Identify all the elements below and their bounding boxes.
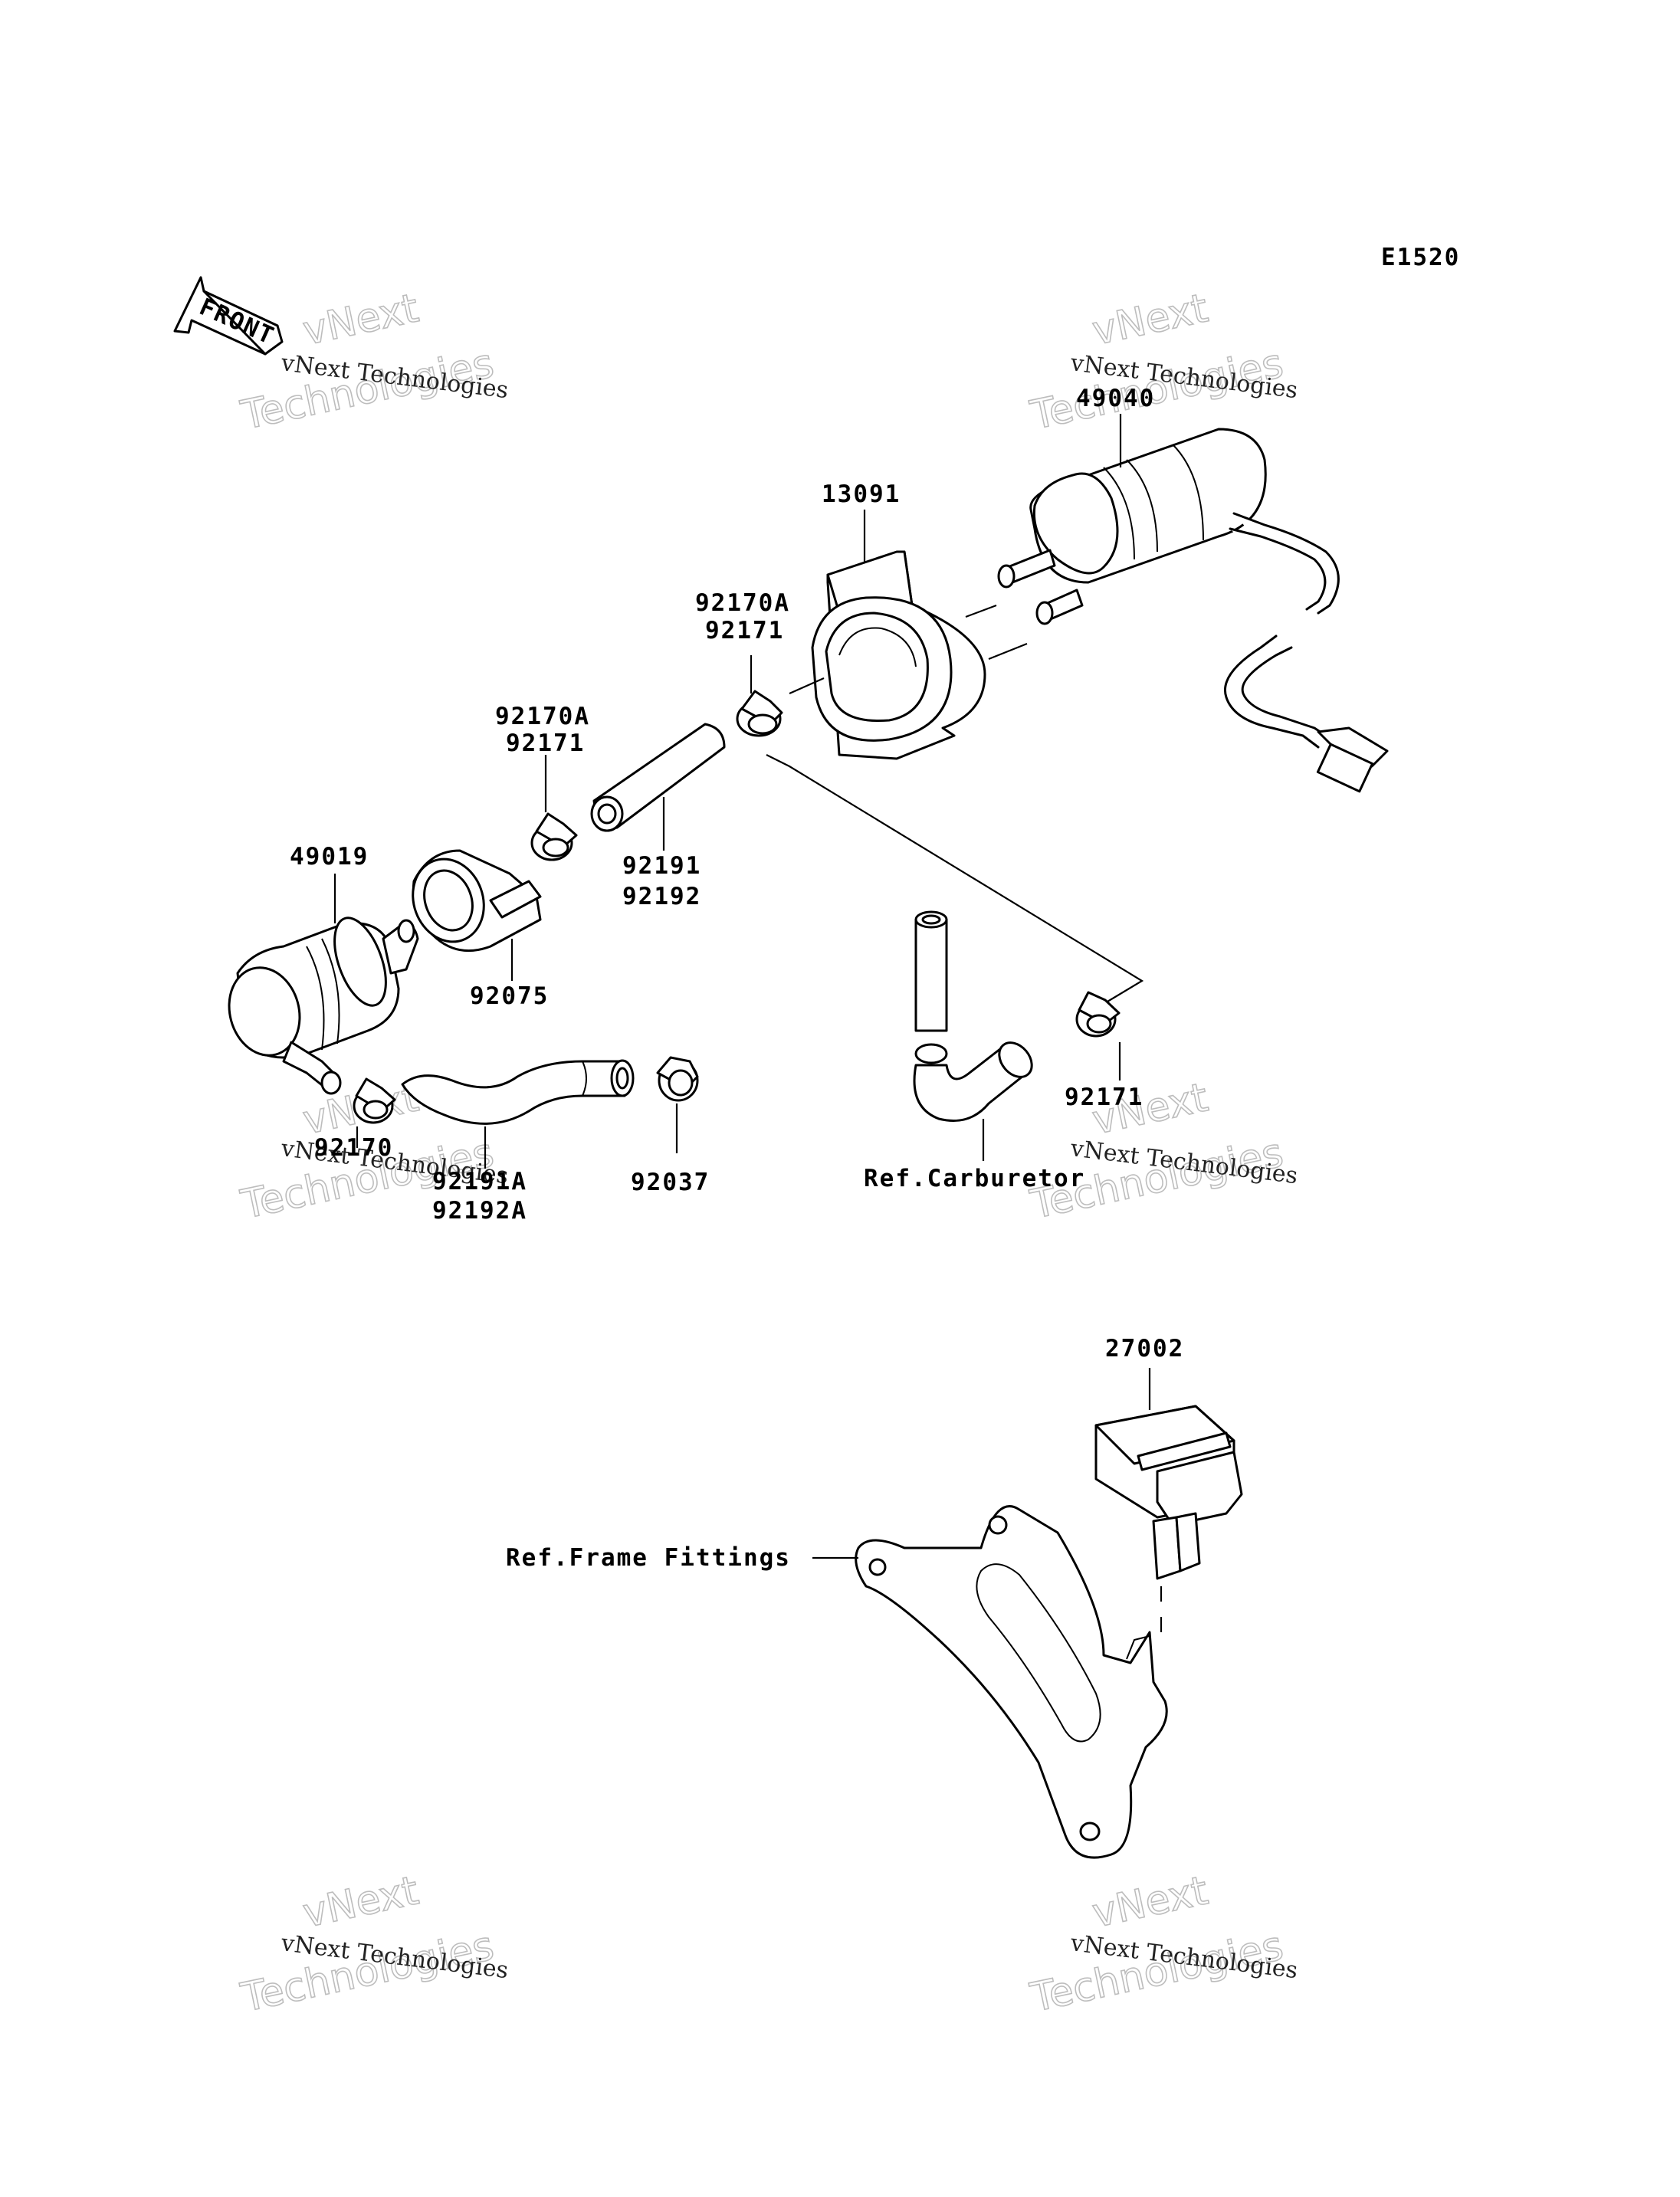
clamp-lower-mid-drawing <box>656 1056 699 1102</box>
relay-drawing <box>1094 1405 1243 1632</box>
front-arrow-icon: FRONT <box>173 276 284 356</box>
watermark-bottom-right: vNext Technologies vNext Technologies <box>1025 1867 1299 2022</box>
diagram-code: E1520 <box>1381 244 1460 271</box>
label-92192: 92192 <box>622 883 701 910</box>
label-49040: 49040 <box>1076 385 1155 412</box>
label-92171-top: 92171 <box>705 617 784 644</box>
hose-lower-drawing <box>401 1059 635 1125</box>
svg-text:vNext: vNext <box>299 285 422 354</box>
damper-drawing <box>412 849 542 953</box>
label-27002: 27002 <box>1105 1335 1184 1362</box>
hose-short-drawing <box>590 723 726 832</box>
label-92037: 92037 <box>631 1169 710 1196</box>
watermark-top-left: vNext Technologies vNext Technologies <box>236 285 510 440</box>
label-ref-carburetor: Ref.Carburetor <box>864 1165 1085 1192</box>
bracket-drawing <box>789 550 986 760</box>
label-92171-mid: 92171 <box>506 730 585 757</box>
label-92191A: 92191A <box>432 1168 527 1195</box>
carburetor-hose-drawing <box>913 910 1033 1122</box>
label-92170A-top: 92170A <box>695 589 790 617</box>
clamp-right-drawing <box>1075 991 1121 1038</box>
clamp-lower-left-drawing <box>353 1077 396 1124</box>
label-92170A-mid: 92170A <box>495 703 590 730</box>
label-92192A: 92192A <box>432 1197 527 1225</box>
label-92191: 92191 <box>622 852 701 880</box>
watermark-mid-right: vNext Technologies vNext Technologies <box>1025 1074 1299 1229</box>
svg-text:vNext: vNext <box>1088 1867 1212 1936</box>
clamp-top-drawing <box>736 690 783 737</box>
fuel-pump-drawing <box>228 917 419 1095</box>
clamp-mid-drawing <box>530 812 578 861</box>
label-92170: 92170 <box>314 1134 393 1162</box>
label-ref-frame-fittings: Ref.Frame Fittings <box>506 1544 791 1572</box>
fuel-filter-drawing <box>965 428 1389 793</box>
svg-text:vNext: vNext <box>299 1867 422 1936</box>
svg-text:vNext: vNext <box>1088 285 1212 354</box>
label-49019: 49019 <box>290 843 369 871</box>
label-92171-right: 92171 <box>1065 1084 1144 1111</box>
frame-bracket-drawing <box>855 1505 1168 1859</box>
watermark-top-right: vNext Technologies vNext Technologies <box>1025 285 1299 440</box>
reference-line-top <box>766 754 1144 1005</box>
label-92075: 92075 <box>470 982 549 1010</box>
watermark-bottom-left: vNext Technologies vNext Technologies <box>236 1867 510 2022</box>
label-13091: 13091 <box>822 480 901 508</box>
